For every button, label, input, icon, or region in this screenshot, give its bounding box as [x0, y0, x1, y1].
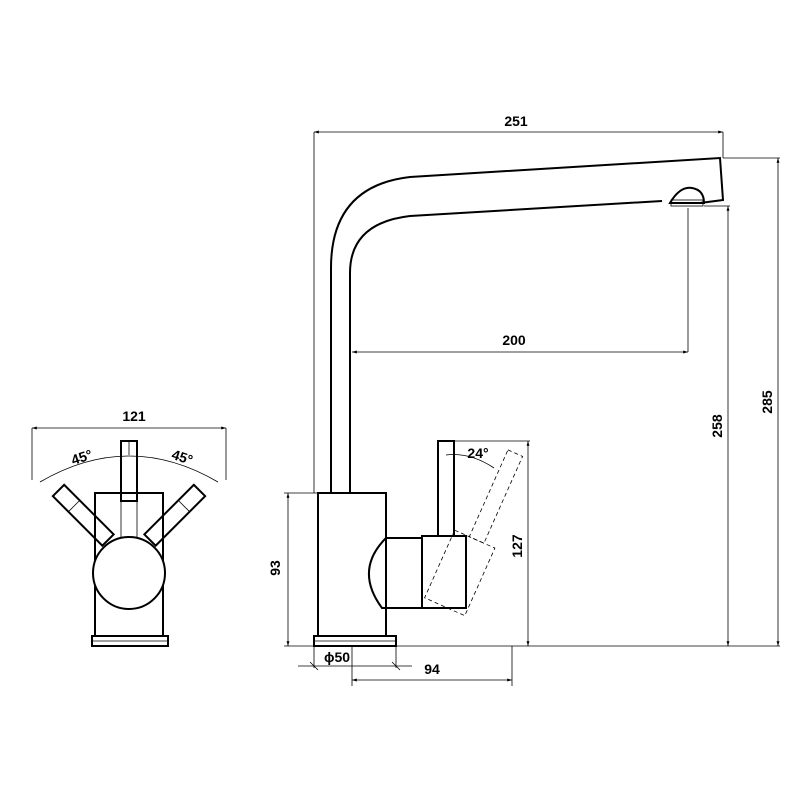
front-angle-left-label: 45°: [69, 446, 94, 468]
front-lever-right: [142, 483, 207, 548]
side-aerator: [668, 186, 706, 204]
front-lever-left: [51, 483, 116, 548]
side-cartridge: [421, 535, 467, 609]
lever-height-label: 127: [509, 534, 525, 558]
side-spout: [330, 156, 725, 493]
front-width-label: 121: [122, 408, 146, 424]
body-height-label: 93: [267, 560, 283, 576]
side-lever: [437, 440, 455, 537]
side-lever-tilted: [424, 449, 524, 617]
base-to-lever-label: 94: [424, 661, 440, 677]
side-body: [317, 492, 387, 637]
aerator-height-label: 258: [709, 414, 725, 438]
side-view: 24° 251 200 285 258 127 93: [267, 113, 780, 686]
front-angle-right-label: 45°: [170, 446, 195, 468]
base-diameter-label: ϕ50: [324, 649, 350, 665]
spout-length-label: 251: [504, 113, 528, 129]
front-angle-arc: [39, 455, 219, 483]
front-cartridge-ball: [92, 536, 166, 610]
spout-reach-label: 200: [502, 332, 526, 348]
side-lever-angle-label: 24°: [467, 445, 488, 461]
front-view: 121 45° 45°: [31, 408, 227, 647]
total-height-label: 285: [759, 390, 775, 414]
side-lever-hub: [368, 537, 423, 609]
